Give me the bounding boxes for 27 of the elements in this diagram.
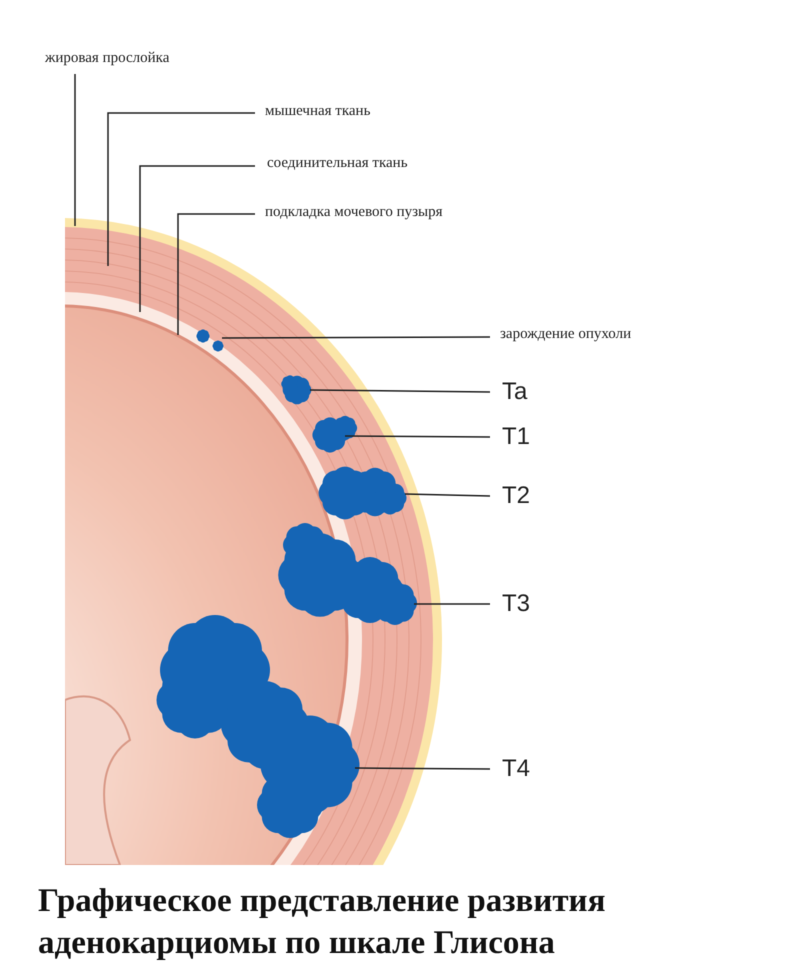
tumor-blob [281, 375, 312, 404]
layer-label: мышечная ткань [265, 103, 370, 120]
title: Графическое представление развития аденокарциомы по шкале Глисона [38, 882, 606, 963]
stage-label: T1 [502, 423, 530, 451]
tumor-blob [318, 466, 406, 520]
layer-label: жировая прослойка [45, 50, 170, 67]
leader-line [414, 603, 490, 605]
tumor-blob [156, 615, 360, 838]
tumor-blob [278, 523, 417, 625]
leader-line [355, 767, 490, 770]
stage-label: T2 [502, 482, 530, 510]
leader-line [345, 435, 490, 438]
leader-line [74, 74, 76, 226]
layer-label: подкладка мочевого пузыря [265, 204, 443, 221]
leader-line [222, 336, 490, 339]
stage-label: T4 [502, 755, 530, 783]
tumor-blob [196, 329, 224, 352]
stage-label: Ta [502, 378, 528, 406]
leader-line [404, 493, 490, 497]
layer-label: соединительная ткань [267, 155, 408, 172]
leader-line [107, 112, 255, 266]
tumor-blob [312, 416, 358, 453]
leader-line [310, 389, 490, 393]
stage-label: T3 [502, 590, 530, 618]
leader-line [139, 165, 255, 312]
leader-line [177, 213, 255, 335]
tumor-label: зарождение опухоли [500, 326, 632, 343]
